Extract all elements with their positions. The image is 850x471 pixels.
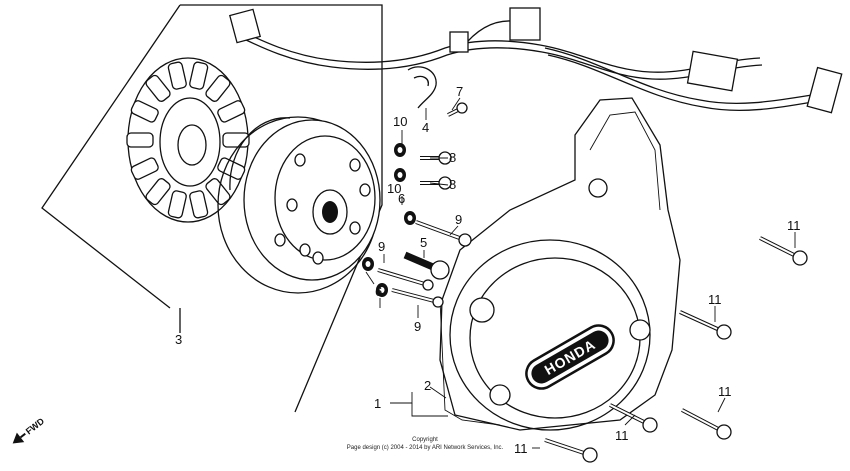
bolt-head — [582, 447, 598, 463]
callout-labels: 1 2 3 4 5 6 6 7 8 8 9 9 9 10 10 11 11 11… — [175, 84, 801, 456]
stator-pole — [217, 100, 246, 123]
bolt-shank-highlight — [415, 221, 466, 241]
copyright-line-2: Page design (c) 2004 - 2014 by ARI Netwo… — [347, 445, 504, 451]
stator-pole — [167, 61, 187, 90]
bolt-head — [716, 424, 732, 440]
bolt-head — [456, 102, 468, 114]
wire-harness — [228, 7, 843, 114]
stator-pole — [205, 74, 231, 102]
connector-plug-2 — [509, 7, 541, 41]
bolt-head — [438, 176, 452, 190]
callout-8b: 8 — [449, 177, 456, 192]
callout-11c: 11 — [718, 384, 732, 399]
stator-pole — [130, 157, 159, 180]
bolt-shank-highlight — [391, 289, 439, 303]
callout-7: 7 — [456, 84, 463, 99]
washer-hole — [365, 261, 371, 267]
callout-9a: 9 — [455, 212, 462, 227]
grommet — [449, 31, 469, 53]
flywheel-hole — [274, 233, 286, 247]
fwd-label: FWD — [24, 416, 47, 437]
flywheel-rotor — [217, 116, 381, 294]
bolt-shank-highlight — [681, 409, 725, 433]
callout-9c: 9 — [414, 319, 421, 334]
gasket — [439, 299, 501, 426]
bolt-head — [432, 296, 444, 308]
copyright-line-1: Copyright — [412, 437, 438, 443]
callout-11b: 11 — [708, 292, 722, 307]
fwd-arrow-icon — [12, 432, 25, 444]
hardware-group — [362, 102, 808, 463]
stator-pole — [145, 74, 171, 102]
washer-hole — [397, 172, 403, 178]
bolt-head — [716, 324, 732, 340]
flywheel-hole — [286, 198, 298, 212]
fwd-arrow: FWD — [12, 416, 47, 444]
stator-pole — [167, 190, 187, 219]
stator-pole — [189, 190, 209, 219]
callout-2: 2 — [424, 378, 431, 393]
callout-6b: 6 — [375, 284, 382, 299]
stator-pole — [130, 100, 159, 123]
washer-hole — [407, 215, 413, 221]
bolt-head — [422, 279, 434, 291]
washer-hole — [397, 147, 403, 153]
callout-4: 4 — [422, 120, 429, 135]
callout-11a: 11 — [787, 218, 801, 233]
washer-hole — [379, 287, 385, 293]
stud-bolt-nut — [430, 260, 450, 280]
honda-badge: HONDA — [525, 324, 615, 390]
stator-coil — [126, 57, 250, 223]
flywheel-hole — [294, 153, 306, 167]
assembly-bracket-3 — [41, 4, 383, 413]
callout-11d: 11 — [615, 428, 629, 443]
copyright-notice: Copyright Page design (c) 2004 - 2014 by… — [347, 437, 504, 451]
bolt-head — [792, 250, 808, 266]
connector-plug-4 — [806, 66, 843, 114]
connector-plug-3 — [686, 50, 739, 92]
stator-pole — [205, 178, 231, 206]
flywheel-hole — [349, 221, 361, 235]
leader-lines — [365, 97, 796, 449]
flywheel-hole — [359, 183, 371, 197]
bolt-head — [642, 417, 658, 433]
callout-1: 1 — [374, 396, 381, 411]
callout-10a: 10 — [393, 114, 407, 129]
stator-pole — [189, 61, 209, 90]
bolt-shank-highlight — [544, 439, 591, 456]
callout-5: 5 — [420, 235, 427, 250]
wire-clamp — [407, 66, 437, 109]
bolt-head — [458, 233, 472, 247]
generator-cover — [439, 97, 681, 431]
stator-pole — [126, 132, 154, 148]
flywheel-hole — [349, 158, 361, 172]
callout-6a: 6 — [398, 191, 405, 206]
callout-9b: 9 — [378, 239, 385, 254]
bolt-shank-highlight — [377, 269, 429, 286]
callout-11e: 11 — [514, 441, 528, 456]
callout-10b: 10 — [387, 181, 401, 196]
connector-plug-1 — [228, 8, 262, 44]
stator-pole — [145, 178, 171, 206]
flywheel-hole — [299, 243, 311, 257]
bolt-shank-highlight — [679, 311, 725, 333]
callout-3: 3 — [175, 332, 182, 347]
callout-8a: 8 — [449, 150, 456, 165]
flywheel-hole — [312, 251, 324, 265]
